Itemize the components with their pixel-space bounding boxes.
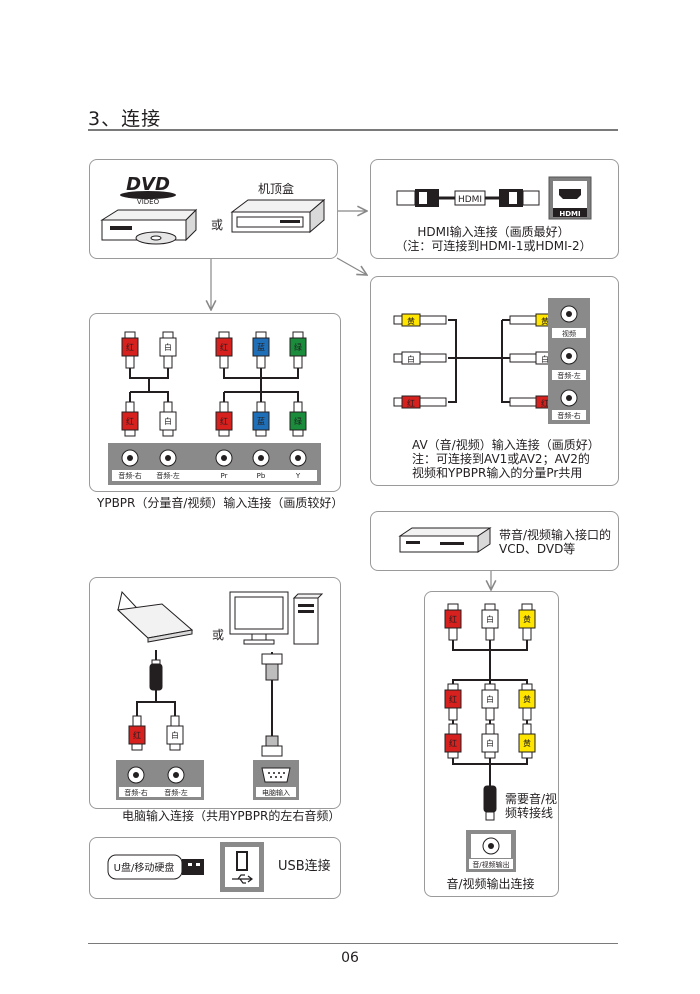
av-plug-label: 黄 bbox=[541, 316, 549, 326]
ypbpr-port-audio-left: 音频-左 bbox=[156, 471, 180, 480]
pc-port-audio-right: 音频-右 bbox=[124, 788, 148, 797]
vcd-player-icon bbox=[398, 527, 492, 553]
ypbpr-plug-label: 绿 bbox=[294, 343, 302, 352]
av-out-top-plugs bbox=[444, 603, 536, 641]
av-output-port: 音/视频输出 bbox=[466, 830, 516, 872]
av-caption-line1: AV（音/视频）输入连接（画质好） bbox=[412, 438, 600, 452]
pc-port-audio-left: 音频-左 bbox=[164, 788, 188, 797]
footer-rule bbox=[88, 943, 618, 944]
vcd-line1: 带音/视频输入接口的 bbox=[499, 528, 612, 542]
hdmi-cable-icon: HDMI bbox=[396, 189, 540, 207]
vga-port-label: 电脑输入 bbox=[262, 788, 290, 797]
pc-or-text: 或 bbox=[212, 628, 225, 642]
av-output-caption: 音/视频输出连接 bbox=[446, 877, 535, 891]
av-cable-diagram: 黄 白 红 黄 白 红 bbox=[393, 313, 563, 409]
usb-port-icon bbox=[220, 842, 264, 892]
pc-caption: 电脑输入连接（共用YPBPR的左右音频） bbox=[122, 809, 341, 823]
av-out-plug-label: 红 bbox=[449, 694, 457, 704]
ypbpr-top-plugs bbox=[121, 331, 307, 369]
av-plug-label: 红 bbox=[407, 398, 415, 408]
av-caption-line3: 视频和YPBPR输入的分量Pr共用 bbox=[412, 466, 583, 480]
set-top-box-label: 机顶盒 bbox=[258, 182, 295, 196]
av-port-audio-right: 音频-右 bbox=[552, 389, 586, 420]
vga-port: 电脑输入 bbox=[253, 760, 299, 800]
usb-device-label: U盘/移动硬盘 bbox=[114, 861, 175, 874]
converter-line1: 需要音/视 bbox=[505, 792, 558, 806]
av-plug-label: 白 bbox=[407, 354, 415, 364]
av-out-mid-plugs-a bbox=[444, 683, 536, 721]
av-out-plug-label: 红 bbox=[449, 614, 457, 624]
ypbpr-port-pb: Pb bbox=[257, 472, 266, 480]
av-out-plug-label: 白 bbox=[486, 694, 494, 704]
av-out-plug-label: 黄 bbox=[523, 694, 531, 704]
title-underline bbox=[88, 129, 618, 131]
ypbpr-caption: YPBPR（分量音/视频）输入连接（画质较好） bbox=[97, 496, 344, 510]
av-plug-label: 红 bbox=[541, 398, 549, 408]
page-number: 06 bbox=[341, 950, 359, 966]
svg-text:视频: 视频 bbox=[562, 329, 576, 338]
ypbpr-plug-label: 红 bbox=[220, 342, 228, 352]
svg-text:音频-右: 音频-右 bbox=[557, 411, 581, 420]
set-top-box-icon bbox=[230, 198, 326, 234]
ypbpr-plug-label: 蓝 bbox=[257, 342, 265, 352]
hdmi-port-label: HDMI bbox=[559, 210, 580, 218]
av-port-audio-left: 音频-左 bbox=[552, 347, 586, 380]
av-plug-label: 白 bbox=[541, 354, 549, 364]
section-title: 3、连接 bbox=[88, 108, 162, 130]
hdmi-caption-line2: （注：可连接到HDMI-1或HDMI-2） bbox=[395, 239, 592, 253]
av-caption-line2: 注：可连接到AV1或AV2；AV2的 bbox=[412, 452, 590, 466]
ypbpr-plug-label: 白 bbox=[164, 416, 172, 426]
pc-audio-port-strip: 音频-右 音频-左 bbox=[116, 760, 204, 800]
dvd-sub-text: VIDEO bbox=[137, 198, 160, 206]
ypbpr-plug-label: 红 bbox=[126, 342, 134, 352]
av-out-plug-label: 白 bbox=[486, 738, 494, 748]
av-output-port-label: 音/视频输出 bbox=[472, 860, 509, 869]
source-or-text: 或 bbox=[211, 218, 224, 232]
ypbpr-cable-diagram: 红 白 红 蓝 绿 红 白 红 蓝 绿 bbox=[121, 331, 307, 437]
av-out-plug-label: 黄 bbox=[523, 614, 531, 624]
ypbpr-port-y: Y bbox=[295, 472, 301, 480]
usb-drive-icon: U盘/移动硬盘 bbox=[107, 854, 204, 880]
hdmi-caption-line1: HDMI输入连接（画质最好） bbox=[417, 225, 570, 239]
av-port-video: 视频 bbox=[552, 305, 586, 338]
vga-plugs bbox=[261, 653, 283, 757]
av-out-plug-label: 白 bbox=[486, 614, 494, 624]
dvd-player-icon: DVD VIDEO bbox=[100, 174, 198, 245]
av-output-cable-diagram: 红 白 黄 红 白 黄 红 白 黄 bbox=[444, 603, 536, 821]
pc-audio-plugs bbox=[128, 715, 184, 751]
hdmi-cable-label: HDMI bbox=[458, 195, 482, 205]
ypbpr-plug-label: 红 bbox=[126, 416, 134, 426]
ypbpr-bottom-plugs bbox=[121, 401, 307, 437]
ypbpr-plug-label: 红 bbox=[220, 416, 228, 426]
vcd-line2: VCD、DVD等 bbox=[499, 542, 576, 556]
av-plug-label: 黄 bbox=[407, 316, 415, 326]
converter-line2: 频转接线 bbox=[505, 806, 554, 820]
av-out-plug-label: 黄 bbox=[523, 738, 531, 748]
ypbpr-port-strip: 音频-右 音频-左 Pr Pb Y bbox=[108, 443, 321, 485]
pc-plug-label: 红 bbox=[133, 730, 141, 740]
pc-plug-label: 白 bbox=[171, 730, 179, 740]
pc-cable-diagram: 红 白 bbox=[128, 650, 283, 757]
av-left-plugs bbox=[393, 313, 447, 409]
av-out-plug-label: 红 bbox=[449, 738, 457, 748]
av-out-mid-plugs-b bbox=[444, 723, 536, 759]
svg-text:音频-左: 音频-左 bbox=[557, 371, 581, 380]
laptop-icon bbox=[116, 590, 194, 643]
ypbpr-port-audio-right: 音频-右 bbox=[118, 471, 142, 480]
ypbpr-plug-label: 绿 bbox=[294, 417, 302, 426]
vcd-panel bbox=[370, 511, 619, 571]
converter-plug bbox=[483, 785, 497, 821]
hdmi-port-icon: HDMI bbox=[548, 176, 592, 220]
ypbpr-port-pr: Pr bbox=[221, 472, 228, 480]
audio-minijack-plug bbox=[149, 659, 163, 691]
dvd-logo-text: DVD bbox=[126, 174, 170, 195]
ypbpr-plug-label: 蓝 bbox=[257, 416, 265, 426]
av-port-panel: 视频 音频-左 音频-右 bbox=[548, 298, 590, 424]
desktop-pc-icon bbox=[229, 591, 324, 645]
usb-label: USB连接 bbox=[278, 859, 331, 874]
ypbpr-plug-label: 白 bbox=[164, 342, 172, 352]
